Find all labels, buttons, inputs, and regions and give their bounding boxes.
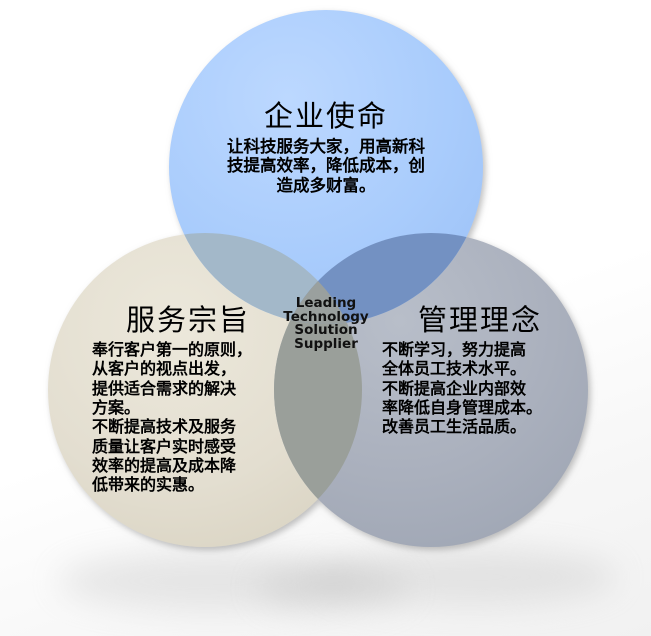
ground-shadow-right (318, 548, 618, 606)
management-text-block: 管理理念 不断学习，努力提高 全体员工技术水平。 不断提高企业内部效 率降低自身… (382, 304, 578, 437)
service-text-block: 服务宗旨 奉行客户第一的原则， 从客户的视点出发， 提供适合需求的解决 方案。 … (92, 304, 284, 495)
center-line: Technology (283, 308, 369, 325)
service-body-line: 低带来的实惠。 (92, 475, 205, 495)
ground-shadow-left (58, 552, 358, 610)
center-line: Leading (295, 295, 357, 311)
overlap-mission-service (169, 233, 362, 324)
center-line: Supplier (294, 335, 358, 352)
mission-body-line: 造成多财富。 (276, 175, 376, 195)
service-body-line: 提供适合需求的解决 (92, 378, 237, 398)
service-body-line: 方案。 (92, 397, 141, 417)
service-body-line: 质量让客户实时感受 (92, 436, 237, 456)
service-heading: 服务宗旨 (125, 305, 250, 337)
ground-shadow-center (258, 566, 408, 610)
management-body-line: 改善员工生活品质。 (382, 417, 527, 437)
overlap-mission-management (274, 233, 483, 324)
mission-body-line: 技提高效率，降低成本，创 (227, 156, 425, 176)
management-body: 不断学习，努力提高 全体员工技术水平。 不断提高企业内部效 率降低自身管理成本。… (382, 340, 578, 437)
service-body-line: 不断提高技术及服务 (92, 417, 237, 437)
management-body-line: 全体员工技术水平。 (382, 359, 527, 379)
mission-text-block: 企业使命 让科技服务大家，用高新科 技提高效率，降低成本，创 造成多财富。 (176, 100, 476, 195)
center-line: Solution (294, 322, 358, 338)
mission-body-line: 让科技服务大家，用高新科 (227, 136, 425, 156)
mission-heading: 企业使命 (263, 101, 388, 133)
management-body-line: 不断学习，努力提高 (382, 339, 527, 359)
mission-body: 让科技服务大家，用高新科 技提高效率，降低成本，创 造成多财富。 (176, 137, 476, 195)
center-statement-text: Leading Technology Solution Supplier (271, 295, 381, 352)
service-body: 奉行客户第一的原则， 从客户的视点出发， 提供适合需求的解决 方案。 不断提高技… (92, 340, 284, 495)
management-body-line: 率降低自身管理成本。 (382, 397, 543, 417)
service-body-line: 从客户的视点出发， (92, 359, 237, 379)
management-body-line: 不断提高企业内部效 (382, 378, 527, 398)
management-heading: 管理理念 (417, 305, 542, 337)
service-body-line: 奉行客户第一的原则， (92, 339, 253, 359)
service-body-line: 效率的提高及成本降 (92, 455, 237, 475)
